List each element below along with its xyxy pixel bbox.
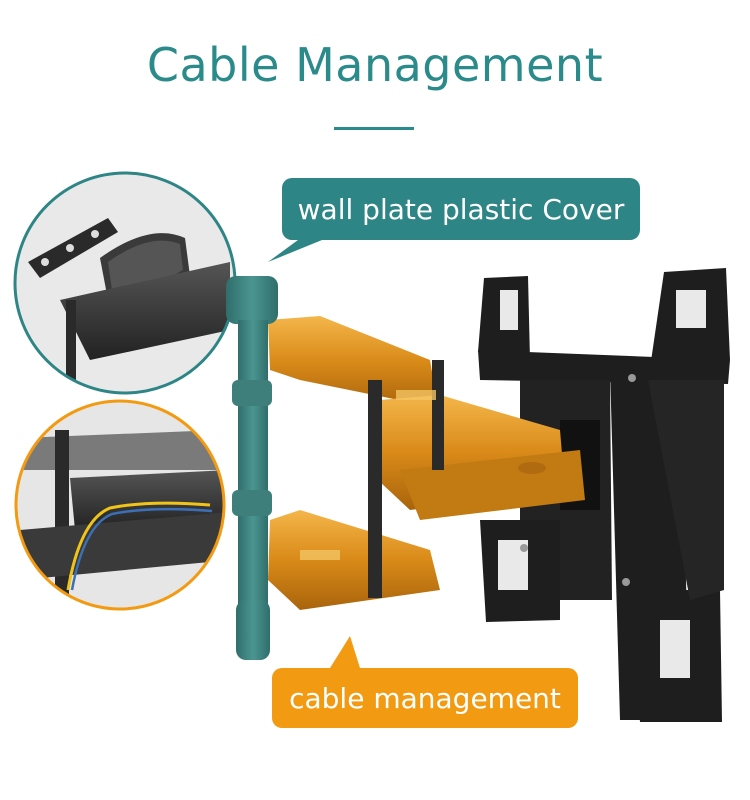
title-underline [334,127,414,130]
callout-wall-plate-cover: wall plate plastic Cover [282,178,640,240]
callout-cable-management: cable management [272,668,578,728]
callout-pointer-top [268,240,322,262]
detail-circle-cable [14,399,226,611]
detail-circle-cover [13,171,237,395]
callout-pointer-bottom [330,636,360,668]
wall-plate-cover [226,276,278,660]
page-title: Cable Management [146,38,604,92]
swing-arms [268,316,585,610]
